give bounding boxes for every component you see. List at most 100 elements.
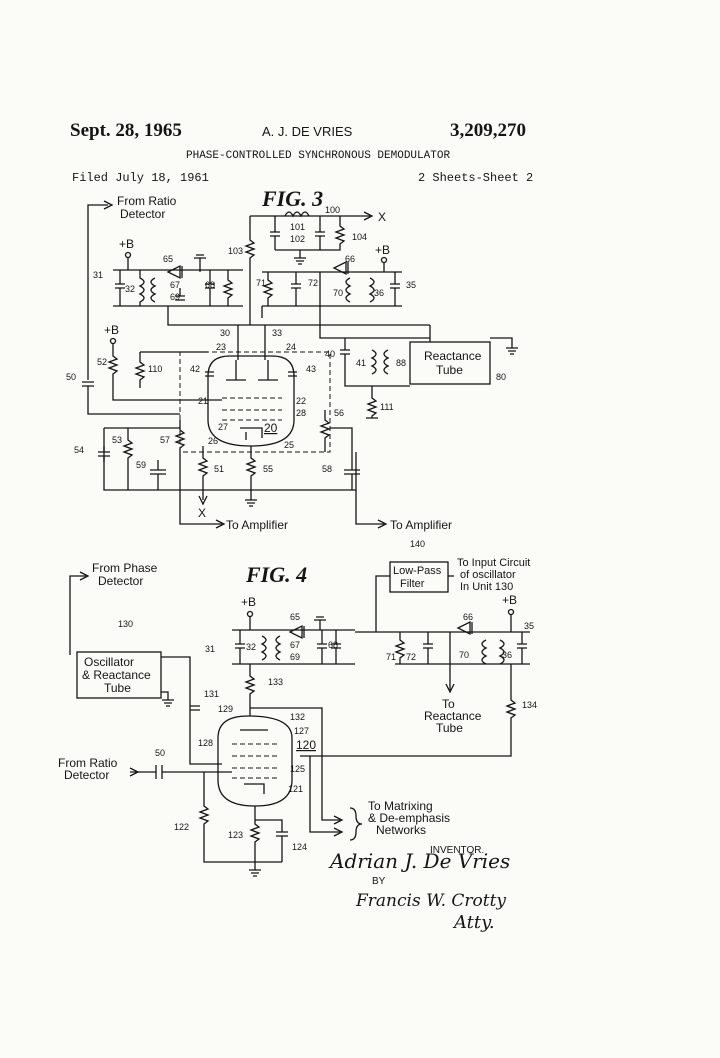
- fig4-osc-label: Oscillator: [84, 655, 134, 669]
- fig4-ref: 65: [290, 612, 300, 622]
- fig3-ref: 66: [345, 254, 355, 264]
- fig3-capacitor-50: [82, 381, 94, 387]
- fig3-ref: 70: [333, 288, 343, 298]
- fig4-coil-36: [498, 639, 505, 665]
- fig3-tube-plates: [226, 360, 278, 381]
- fig3-ref: 30: [220, 328, 230, 338]
- fig3-capacitor-102: [270, 216, 280, 250]
- fig3-ref: 80: [496, 372, 506, 382]
- fig4-matrix-label-2: & De-emphasis: [368, 811, 450, 825]
- fig3-left-tank-rails: [113, 258, 243, 307]
- fig3-capacitor-68: [205, 270, 215, 306]
- fig3-resistor-110: [134, 351, 208, 388]
- fig3-to-amp-right: To Amplifier: [390, 518, 452, 532]
- fig3-right-tank-rails: [262, 271, 402, 307]
- fig3-x-bottom: X: [198, 506, 206, 520]
- fig3-ref: 23: [216, 342, 226, 352]
- fig3-ref: 57: [160, 435, 170, 445]
- fig4-ref: 123: [228, 830, 243, 840]
- fig3-inductor-101: [284, 211, 310, 218]
- fig3-ref: 59: [136, 460, 146, 470]
- fig3-x-arrow: [198, 495, 208, 506]
- fig4-title: FIG. 4: [245, 562, 307, 587]
- attorney-signature: Francis W. Crotty: [355, 891, 506, 911]
- fig3-ref: 36: [374, 288, 384, 298]
- fig4-b-terminal-right: [507, 608, 515, 616]
- fig3-ref: 54: [74, 445, 84, 455]
- fig4-ref: 132: [290, 712, 305, 722]
- fig3-title: FIG. 3: [261, 186, 323, 211]
- fig3-coil-67: [150, 277, 157, 303]
- fig4-ref: 35: [524, 621, 534, 631]
- fig3-tube-grids: [222, 397, 282, 421]
- fig3-ref: 51: [214, 464, 224, 474]
- fig4-capacitor-68: [331, 630, 341, 664]
- fig3-ref: 72: [308, 278, 318, 288]
- inventor-label: INVENTOR.: [430, 845, 484, 856]
- fig4-osc-label-3: Tube: [104, 681, 131, 695]
- fig4-to-react-label-3: Tube: [436, 721, 463, 735]
- fig4-resistor-133: [244, 664, 256, 716]
- fig3-b-terminal-tube: [109, 337, 117, 345]
- fig4-ref: 70: [459, 650, 469, 660]
- fig3-ref: 55: [263, 464, 273, 474]
- inventor-signature: Adrian J. De Vries: [328, 849, 510, 873]
- fig4-from-phase-label: From Phase: [92, 561, 158, 575]
- fig4-ref: 32: [246, 642, 256, 652]
- fig3-ref: 35: [406, 280, 416, 290]
- fig4-ref: 140: [410, 539, 425, 549]
- fig4-from-ratio-label: From Ratio: [58, 756, 118, 770]
- fig4-phase-arrowhead: [79, 571, 90, 581]
- sheet-count: 2 Sheets-Sheet 2: [418, 171, 534, 185]
- fig3-resistor-52: [107, 344, 222, 401]
- fig4-ref: 72: [406, 652, 416, 662]
- fig3-resistor-51: [197, 446, 209, 500]
- fig4-resistor-123: [249, 806, 261, 877]
- fig4-resistor-122: [198, 772, 282, 863]
- fig3-ref: 100: [325, 205, 340, 215]
- fig4-from-ratio-label-2: Detector: [64, 768, 109, 782]
- fig3-coil-32: [138, 270, 145, 306]
- fig3-coil-70: [345, 277, 352, 303]
- fig4-ref: 36: [502, 650, 512, 660]
- fig3-ref: 58: [322, 464, 332, 474]
- fig3-from-ratio-label-2: Detector: [120, 207, 165, 221]
- fig4-ref: 66: [463, 612, 473, 622]
- fig3-resistor-68: [222, 270, 234, 306]
- fig4-osc-ground: [161, 691, 174, 707]
- fig4-capacitor-124: [255, 819, 288, 862]
- fig3-resistor-55: [245, 446, 257, 507]
- fig4-ref: 127: [294, 726, 309, 736]
- fig4-diode-66: [456, 620, 473, 636]
- fig4-matrix-label: To Matrixing: [368, 799, 433, 813]
- atty-label: Atty.: [452, 912, 495, 933]
- fig3-from-ratio-label: From Ratio: [117, 194, 177, 208]
- fig3-diode-65: [166, 264, 183, 280]
- fig3-to-amp-right-line: [355, 452, 384, 525]
- by-label: BY: [372, 876, 386, 887]
- fig4-to-react-label: To: [442, 697, 455, 711]
- fig4-ref: 134: [522, 700, 537, 710]
- fig3-reactance-ground: [429, 325, 518, 355]
- fig3-capacitor-40: [340, 338, 410, 387]
- fig4-osc-label-2: & Reactance: [82, 668, 151, 682]
- fig4-diode-65: [288, 624, 305, 640]
- fig3-ref: 111: [380, 402, 394, 412]
- fig4-lowpass-in: [375, 575, 390, 632]
- fig3-b-tube: +B: [104, 323, 119, 337]
- fig4-ground-left: [314, 616, 326, 630]
- fig3-ref: 24: [286, 342, 296, 352]
- fig4-b-left: +B: [241, 595, 256, 609]
- fig4-ref: 124: [292, 842, 307, 852]
- fig4-ref: 122: [174, 822, 189, 832]
- fig4-capacitor-35: [510, 615, 527, 664]
- fig4-from-phase-label-2: Detector: [98, 574, 143, 588]
- fig4-capacitor-72: [423, 632, 433, 664]
- fig3-left-bus: [167, 306, 430, 326]
- fig4-reference-numerals: 31 32 65 67 69 68 71 72 66 70 36 35 133 …: [155, 612, 537, 852]
- fig3-coil-36: [368, 277, 375, 303]
- fig4-output-bus: [250, 707, 340, 821]
- fig4-input-label: To Input Circuit: [457, 557, 530, 569]
- fig4-capacitor-69: [317, 630, 327, 664]
- fig3-ref: 103: [228, 246, 243, 256]
